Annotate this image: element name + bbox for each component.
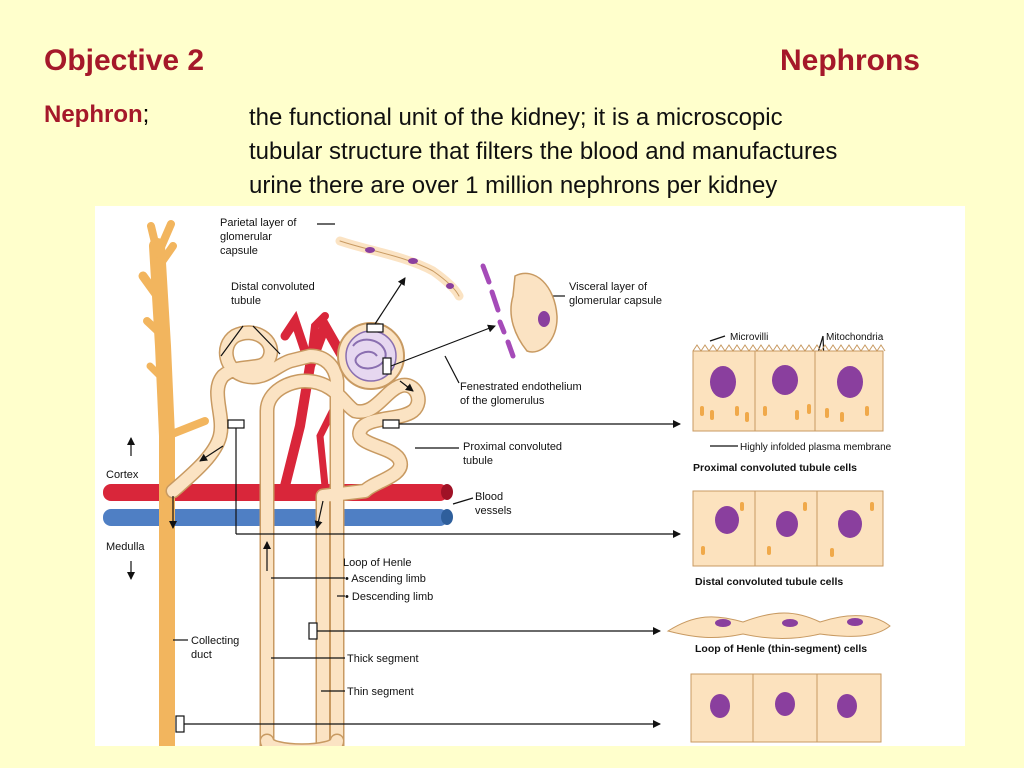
visceral-layer-graphic [480,263,558,359]
title-pct-cells: Proximal convoluted tubule cells [693,462,857,474]
label-distal-1: Distal convoluted [231,281,315,293]
label-thick-segment: Thick segment [347,653,419,665]
nephron-diagram: Parietal layer of glomerular capsule Dis… [95,206,965,759]
loop-of-henle-bottom [259,733,345,759]
label-collecting-1: Collecting [191,635,239,647]
nephron-tubule-graphic [165,325,426,754]
term-separator: ; [142,101,150,128]
topic-title: Nephrons [779,44,920,77]
label-parietal-2: glomerular [220,231,272,243]
definition-line: the functional unit of the kidney; it is… [249,104,783,131]
label-loop-title: Loop of Henle [343,557,412,569]
label-distal-2: tubule [231,295,261,307]
label-thin-segment: Thin segment [347,686,414,698]
title-dct-cells: Distal convoluted tubule cells [695,576,843,588]
label-proximal-1: Proximal convoluted [463,441,562,453]
pct-cells-graphic [692,344,886,432]
callout-arrows [127,223,826,733]
label-fenestrated-1: Fenestrated endothelium [460,381,582,393]
label-blood-2: vessels [475,505,512,517]
dct-cells-graphic [692,490,884,567]
definition-line: urine there are over 1 million nephrons … [249,172,778,199]
label-infolded-membrane: Highly infolded plasma membrane [740,442,892,453]
label-visceral-2: glomerular capsule [569,295,662,307]
nephron-illustration: Parietal layer of glomerular capsule Dis… [103,217,892,759]
collecting-duct-cells-graphic [690,673,882,743]
label-collecting-2: duct [191,649,212,661]
label-descending: • Descending limb [345,591,433,603]
objective-title: Objective 2 [44,44,205,77]
label-ascending: • Ascending limb [345,573,426,585]
label-medulla: Medulla [106,541,145,553]
definition-text: the functional unit of the kidney; it is… [249,101,969,203]
label-mitochondria: Mitochondria [826,332,884,343]
label-parietal-3: capsule [220,245,258,257]
label-microvilli: Microvilli [730,332,768,343]
definition-line: tubular structure that filters the blood… [249,138,838,165]
term-word: Nephron [44,101,143,128]
collecting-duct-graphic [138,220,209,754]
parietal-layer-graphic [335,236,464,301]
term-heading: Nephron; [44,101,149,129]
label-blood-1: Blood [475,491,503,503]
label-parietal-1: Parietal layer of [220,217,297,229]
loop-cells-graphic [666,612,891,639]
glomerulus-graphic [337,322,405,390]
title-loop-cells: Loop of Henle (thin-segment) cells [695,643,867,655]
blood-vessels-graphic [103,484,453,526]
label-proximal-2: tubule [463,455,493,467]
label-cortex: Cortex [106,469,139,481]
label-visceral-1: Visceral layer of [569,281,648,293]
label-fenestrated-2: of the glomerulus [460,395,545,407]
